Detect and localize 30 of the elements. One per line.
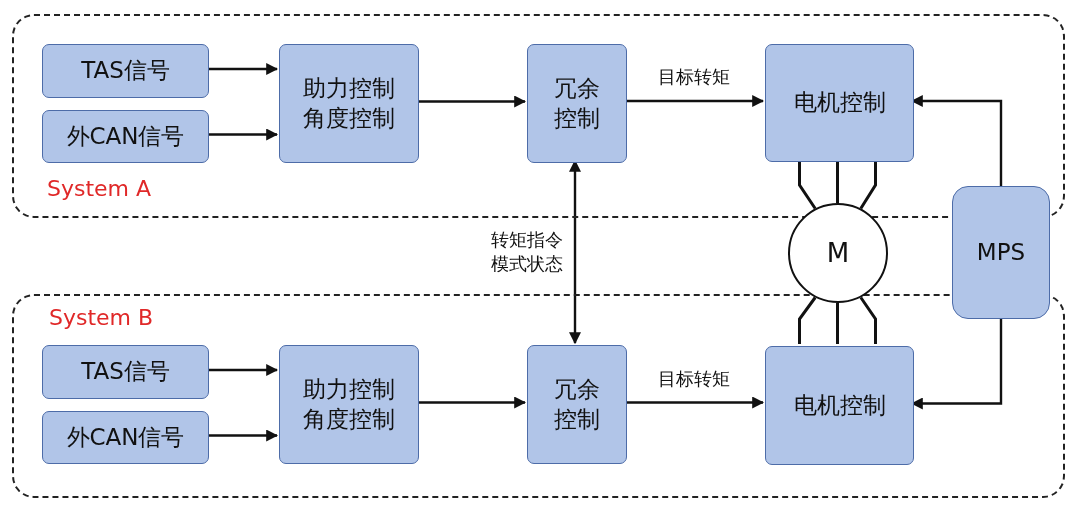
arrow: [207, 364, 279, 376]
motor-control-box: 电机控制: [765, 44, 914, 162]
connector-line: [859, 296, 877, 344]
connector-line: [798, 160, 817, 210]
system-boundary: [12, 14, 1065, 218]
arrow: [625, 396, 765, 409]
signal-box: TAS信号: [42, 44, 209, 98]
arrow: [625, 95, 765, 107]
connector-line: [836, 160, 839, 203]
system-label: System A: [47, 176, 152, 201]
control-box: 助力控制角度控制: [279, 345, 419, 464]
signal-box: TAS信号: [42, 345, 209, 399]
motor-control-box: 电机控制: [765, 346, 914, 465]
arrow: [417, 95, 527, 108]
system-label: System B: [49, 305, 154, 330]
signal-box: 外CAN信号: [42, 411, 209, 464]
control-box: 冗余控制: [527, 44, 627, 163]
motor-circle: M: [788, 203, 888, 303]
control-box: 冗余控制: [527, 345, 627, 464]
arrow: [207, 429, 279, 442]
connector-line: [836, 303, 839, 344]
system-boundary: [12, 294, 1065, 498]
connector-line: [859, 160, 877, 210]
arrow: [417, 396, 527, 409]
control-box: 助力控制角度控制: [279, 44, 419, 163]
arrow: [207, 128, 279, 141]
signal-box: 外CAN信号: [42, 110, 209, 163]
connector-line: [798, 296, 817, 344]
arrow: [207, 63, 279, 75]
sensor-box: MPS: [952, 186, 1050, 319]
